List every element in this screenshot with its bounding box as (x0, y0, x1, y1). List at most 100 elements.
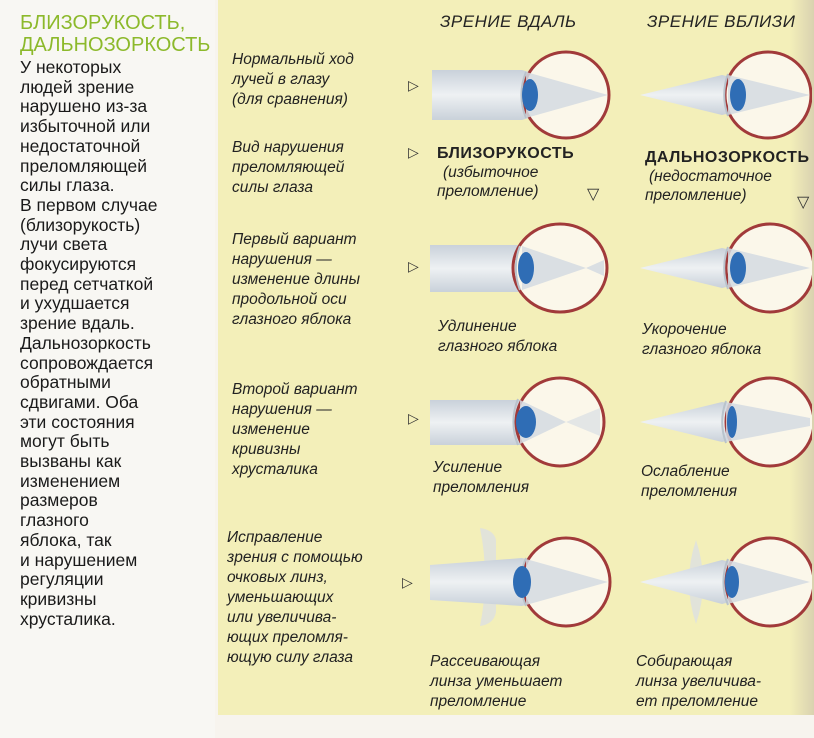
desc-line: нарушения — (232, 401, 332, 418)
hyperopia-sub: преломление) (645, 187, 747, 204)
triangle-marker: ▷ (408, 410, 419, 426)
hyperopia-sub: (недостаточное (649, 168, 772, 185)
desc-line: Вид нарушения (232, 139, 344, 156)
caption-line: преломления (433, 479, 530, 496)
desc-line: лучей в глазу (232, 71, 330, 88)
desc-line: (для сравнения) (232, 91, 348, 108)
desc-line: ющих преломля- (227, 629, 348, 646)
triangle-marker: ▷ (408, 144, 419, 160)
text-line: фокусируются (20, 254, 137, 275)
text-line: В первом случае (20, 194, 158, 215)
desc-line: Второй вариант (232, 381, 358, 398)
text-line: перед сетчаткой (20, 273, 154, 294)
triangle-marker: ▷ (402, 574, 413, 590)
triangle-marker: ▷ (408, 258, 419, 274)
caption-line: Укорочение (642, 321, 727, 338)
text-line: сдвигами. Оба (20, 391, 139, 412)
heading-line: ДАЛЬНОЗОРКОСТЬ (20, 34, 211, 56)
text-line: регуляции (20, 569, 104, 590)
eye-normal-near (640, 50, 812, 140)
caption-line: Усиление (433, 459, 503, 476)
caption-line: линза увеличива- (636, 673, 761, 690)
desc-line: преломляющей (232, 159, 345, 176)
eye-weak-refraction (640, 376, 812, 468)
myopia-label: БЛИЗОРУКОСТЬ (437, 145, 575, 162)
text-line: нарушено из-за (20, 96, 148, 117)
caption-line: преломление (430, 693, 527, 710)
text-line: и нарушением (20, 549, 138, 570)
desc-line: или увеличива- (227, 609, 337, 626)
bottom-margin (218, 715, 814, 738)
caption-line: Ослабление (641, 463, 730, 480)
row-description-curvature: Второй вариант нарушения — изменение кри… (232, 380, 358, 480)
caption-weakening: Ослабление преломления (641, 462, 737, 502)
caption-shortening: Укорочение глазного яблока (642, 320, 761, 360)
row-description-correction: Исправление зрения с помощью очковых лин… (227, 528, 363, 668)
body-paragraph: Дальнозоркость сопровождается обратными … (20, 332, 210, 630)
desc-line: Исправление (227, 529, 323, 546)
text-line: яблока, так (20, 529, 112, 550)
text-line: глазного (20, 510, 89, 531)
hyperopia-label: ДАЛЬНОЗОРКОСТЬ (645, 149, 810, 166)
body-paragraph: В первом случае (близорукость) лучи свет… (20, 194, 210, 334)
text-line: изменением (20, 470, 121, 491)
triangle-down-marker: ▽ (587, 186, 600, 203)
section-heading: БЛИЗОРУКОСТЬ, ДАЛЬНОЗОРКОСТЬ (20, 12, 210, 56)
desc-line: очковых линз, (227, 569, 328, 586)
desc-line: изменение длины (232, 271, 360, 288)
caption-elongation: Удлинение глазного яблока (438, 317, 557, 357)
text-line: Дальнозоркость (20, 332, 151, 353)
row-description-normal: Нормальный ход лучей в глазу (для сравне… (232, 50, 354, 110)
text-line: людей зрение (20, 76, 135, 97)
text-line: У некоторых (20, 57, 122, 77)
eye-normal-far (432, 50, 611, 140)
desc-line: силы глаза (232, 179, 313, 196)
myopia-sub: преломление) (437, 183, 539, 200)
desc-line: нарушения — (232, 251, 332, 268)
desc-line: зрения с помощью (227, 549, 363, 566)
desc-line: изменение (232, 421, 310, 438)
row-description-type: Вид нарушения преломляющей силы глаза (232, 138, 344, 198)
text-line: эти состояния (20, 411, 135, 432)
text-line: и ухудшается (20, 293, 130, 314)
desc-line: Нормальный ход (232, 51, 354, 68)
desc-line: продольной оси (232, 291, 347, 308)
caption-line: Рассеивающая (430, 653, 540, 670)
desc-line: хрусталика (232, 461, 318, 478)
text-line: зрение вдаль. (20, 313, 135, 334)
caption-line: Удлинение (438, 318, 517, 335)
text-line: хрусталика. (20, 608, 116, 629)
body-paragraph: У некоторых людей зрение нарушено из-за … (20, 57, 210, 196)
eye-diverging-lens (430, 528, 612, 628)
caption-converging: Собирающая линза увеличива- ет преломлен… (636, 652, 761, 712)
text-line: силы глаза. (20, 175, 115, 196)
desc-line: Первый вариант (232, 231, 357, 248)
text-line: могут быть (20, 431, 110, 452)
text-line: вызваны как (20, 451, 122, 472)
text-line: (близорукость) (20, 214, 141, 235)
caption-line: ет преломление (636, 693, 759, 710)
eye-elongated (430, 222, 609, 314)
eye-shortened (640, 222, 812, 314)
desc-line: уменьшающих (227, 589, 334, 606)
body-text: У некоторых людей зрение нарушено из-за … (20, 57, 210, 630)
desc-line: ющую силу глаза (227, 649, 354, 666)
triangle-marker: ▷ (408, 77, 419, 93)
desc-line: глазного яблока (232, 311, 352, 328)
caption-line: глазного яблока (642, 341, 762, 358)
caption-line: Собирающая (636, 653, 733, 670)
eye-strong-refraction (430, 376, 606, 468)
desc-line: кривизны (232, 441, 301, 458)
text-line: избыточной или (20, 116, 151, 137)
text-line: недостаточной (20, 135, 141, 156)
hyperopia-title: ДАЛЬНОЗОРКОСТЬ (недостаточное преломлени… (645, 148, 809, 205)
caption-line: линза уменьшает (430, 673, 563, 690)
text-line: преломляющей (20, 155, 148, 176)
text-line: лучи света (20, 234, 108, 255)
column-header-near: ЗРЕНИЕ ВБЛИЗИ (647, 12, 796, 31)
triangle-down-marker: ▽ (797, 194, 810, 211)
eye-converging-lens (640, 536, 812, 628)
text-line: размеров (20, 490, 98, 511)
